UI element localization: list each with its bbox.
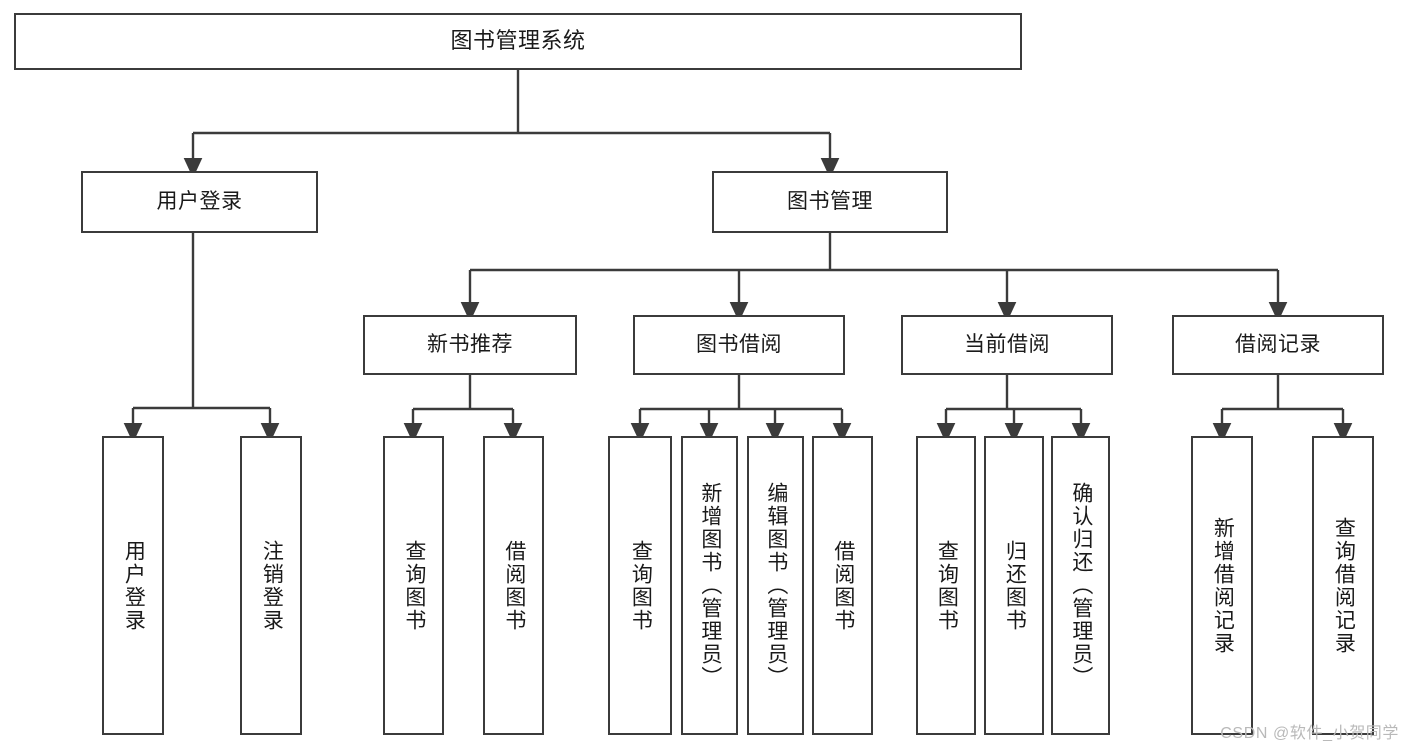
node-label: 编辑图书（管理员）	[764, 482, 788, 689]
node-label: 新书推荐	[427, 332, 513, 356]
node-leaf-query-book-current[interactable]: 查询图书	[916, 436, 976, 735]
node-label: 查询图书	[402, 539, 426, 632]
node-label: 当前借阅	[964, 332, 1050, 356]
node-user-login[interactable]: 用户登录	[81, 171, 318, 233]
node-leaf-add-borrow-record[interactable]: 新增借阅记录	[1191, 436, 1253, 735]
node-label: 归还图书	[1003, 539, 1027, 632]
node-root-book-management-system[interactable]: 图书管理系统	[14, 13, 1022, 70]
node-label: 查询图书	[629, 539, 653, 632]
node-new-book-recommend[interactable]: 新书推荐	[363, 315, 577, 375]
node-borrow-record[interactable]: 借阅记录	[1172, 315, 1384, 375]
node-leaf-logout[interactable]: 注销登录	[240, 436, 302, 735]
node-leaf-return-book[interactable]: 归还图书	[984, 436, 1044, 735]
node-leaf-add-book-admin[interactable]: 新增图书（管理员）	[681, 436, 738, 735]
node-label: 借阅图书	[831, 539, 855, 632]
node-label: 图书管理系统	[450, 28, 586, 54]
watermark: CSDN @软件_小贺同学	[1220, 725, 1399, 742]
node-label: 注销登录	[260, 539, 284, 632]
node-label: 查询图书	[935, 539, 959, 632]
node-label: 借阅记录	[1235, 332, 1321, 356]
node-label: 确认归还（管理员）	[1069, 482, 1093, 689]
node-current-borrow[interactable]: 当前借阅	[901, 315, 1113, 375]
node-label: 用户登录	[122, 539, 146, 632]
node-label: 图书管理	[787, 189, 873, 213]
node-label: 新增借阅记录	[1211, 516, 1235, 655]
node-label: 借阅图书	[502, 539, 526, 632]
node-leaf-edit-book-admin[interactable]: 编辑图书（管理员）	[747, 436, 804, 735]
node-label: 图书借阅	[696, 332, 782, 356]
node-leaf-query-book-recommend[interactable]: 查询图书	[383, 436, 444, 735]
node-leaf-query-borrow-record[interactable]: 查询借阅记录	[1312, 436, 1374, 735]
node-leaf-query-book-borrow[interactable]: 查询图书	[608, 436, 672, 735]
node-label: 用户登录	[156, 189, 243, 213]
node-leaf-borrow-book-recommend[interactable]: 借阅图书	[483, 436, 544, 735]
node-book-management[interactable]: 图书管理	[712, 171, 948, 233]
node-book-borrow[interactable]: 图书借阅	[633, 315, 845, 375]
node-label: 查询借阅记录	[1332, 516, 1356, 655]
node-leaf-borrow-book[interactable]: 借阅图书	[812, 436, 873, 735]
node-leaf-confirm-return-admin[interactable]: 确认归还（管理员）	[1051, 436, 1110, 735]
node-label: 新增图书（管理员）	[698, 482, 722, 689]
node-leaf-user-login[interactable]: 用户登录	[102, 436, 164, 735]
